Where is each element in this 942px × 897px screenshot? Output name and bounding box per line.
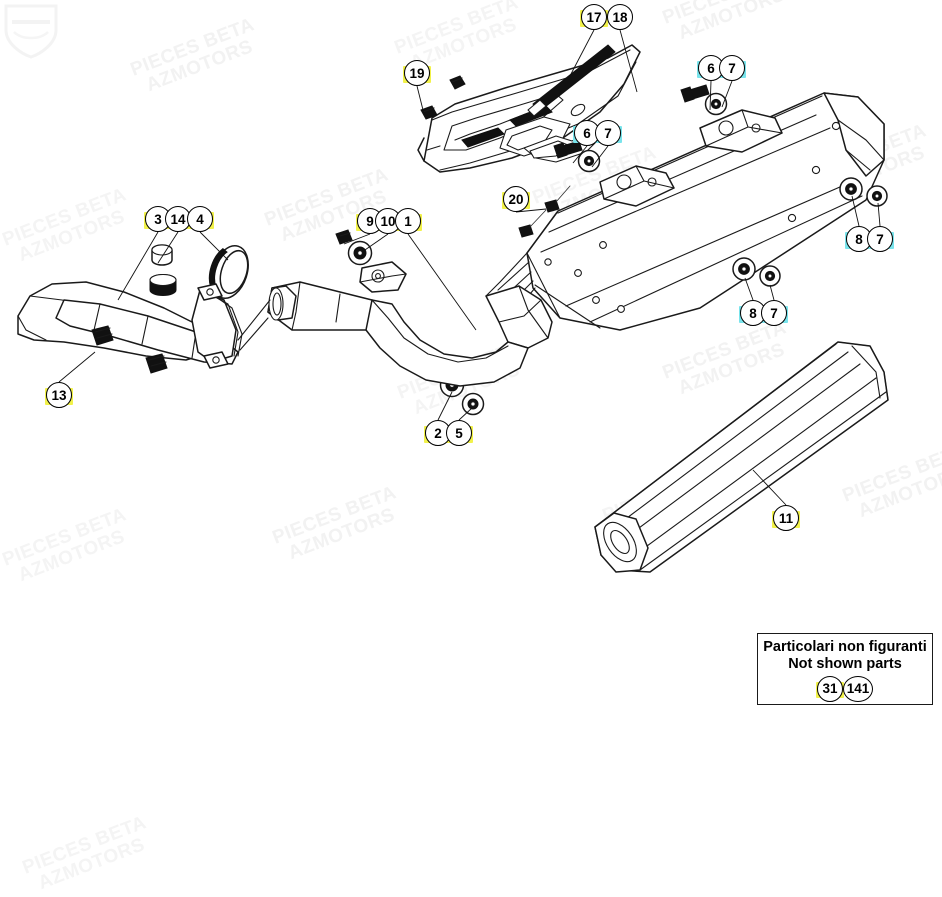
leader-line-7 bbox=[591, 145, 609, 168]
front-pipe-manifold bbox=[17, 281, 271, 374]
silencer-body bbox=[485, 92, 885, 331]
leader-line-11 bbox=[752, 469, 787, 506]
callout-7[interactable]: 7 bbox=[761, 300, 787, 326]
bolt-head-a bbox=[680, 86, 695, 103]
callout-7[interactable]: 7 bbox=[595, 120, 621, 146]
not-shown-part-31[interactable]: 31 bbox=[817, 675, 843, 702]
silencer-packing bbox=[594, 341, 889, 573]
callout-leader-lines bbox=[58, 29, 881, 506]
leader-line-8 bbox=[744, 277, 754, 301]
leader-line-2 bbox=[437, 391, 453, 421]
o-ring-inner bbox=[219, 249, 249, 295]
callout-18[interactable]: 18 bbox=[607, 4, 633, 30]
callout-5[interactable]: 5 bbox=[446, 420, 472, 446]
leader-line-5 bbox=[458, 407, 473, 421]
not-shown-title-it: Particolari non figuranti bbox=[763, 639, 927, 655]
spring-clip-2 bbox=[145, 353, 168, 374]
callout-13[interactable]: 13 bbox=[46, 382, 72, 408]
leader-line-3 bbox=[117, 231, 159, 301]
bolt-head-b bbox=[553, 142, 568, 159]
leader-line-6 bbox=[572, 145, 588, 164]
leader-line-6 bbox=[709, 80, 712, 111]
clip-nut-lower bbox=[420, 105, 438, 120]
leader-line-9 bbox=[343, 233, 371, 245]
leader-line-1 bbox=[407, 233, 477, 331]
leader-line-20 bbox=[515, 208, 547, 213]
watermark-text: PIECES BETA AZMOTORS bbox=[19, 812, 150, 894]
callout-7[interactable]: 7 bbox=[867, 226, 893, 252]
leader-line-7 bbox=[877, 202, 881, 227]
leader-line-13 bbox=[58, 351, 96, 383]
callout-11[interactable]: 11 bbox=[773, 505, 799, 531]
exhaust-header-pipe bbox=[267, 261, 553, 387]
leader-line-14 bbox=[157, 231, 179, 264]
callout-19[interactable]: 19 bbox=[404, 60, 430, 86]
callout-4[interactable]: 4 bbox=[187, 206, 213, 232]
callout-10[interactable]: 10 bbox=[375, 208, 401, 234]
flange-collar bbox=[191, 289, 237, 363]
leader-line-17 bbox=[559, 29, 595, 96]
callout-7[interactable]: 7 bbox=[719, 55, 745, 81]
mounting-hardware bbox=[149, 84, 888, 416]
not-shown-title-en: Not shown parts bbox=[788, 656, 902, 673]
not-shown-part-141[interactable]: 141 bbox=[843, 675, 873, 702]
leader-line-8 bbox=[851, 195, 860, 227]
leader-line-4 bbox=[199, 231, 229, 261]
leader-line-7 bbox=[721, 80, 733, 108]
not-shown-parts-box: Particolari non figuranti Not shown part… bbox=[757, 633, 933, 705]
callout-17[interactable]: 17 bbox=[581, 4, 607, 30]
leader-line-10 bbox=[361, 233, 389, 253]
leader-line-18 bbox=[619, 29, 638, 93]
leader-line-7 bbox=[769, 284, 775, 301]
rivet-1 bbox=[544, 199, 560, 213]
callout-20[interactable]: 20 bbox=[503, 186, 529, 212]
callout-14[interactable]: 14 bbox=[165, 206, 191, 232]
parts-line-art: .ln{fill:none;stroke:#1a1a1a;stroke-widt… bbox=[17, 29, 889, 573]
clip-nut-upper bbox=[449, 75, 466, 90]
spring-clip-1 bbox=[91, 325, 114, 346]
leader-line-19 bbox=[416, 85, 425, 115]
rivet-2 bbox=[518, 224, 534, 238]
callout-1[interactable]: 1 bbox=[395, 208, 421, 234]
